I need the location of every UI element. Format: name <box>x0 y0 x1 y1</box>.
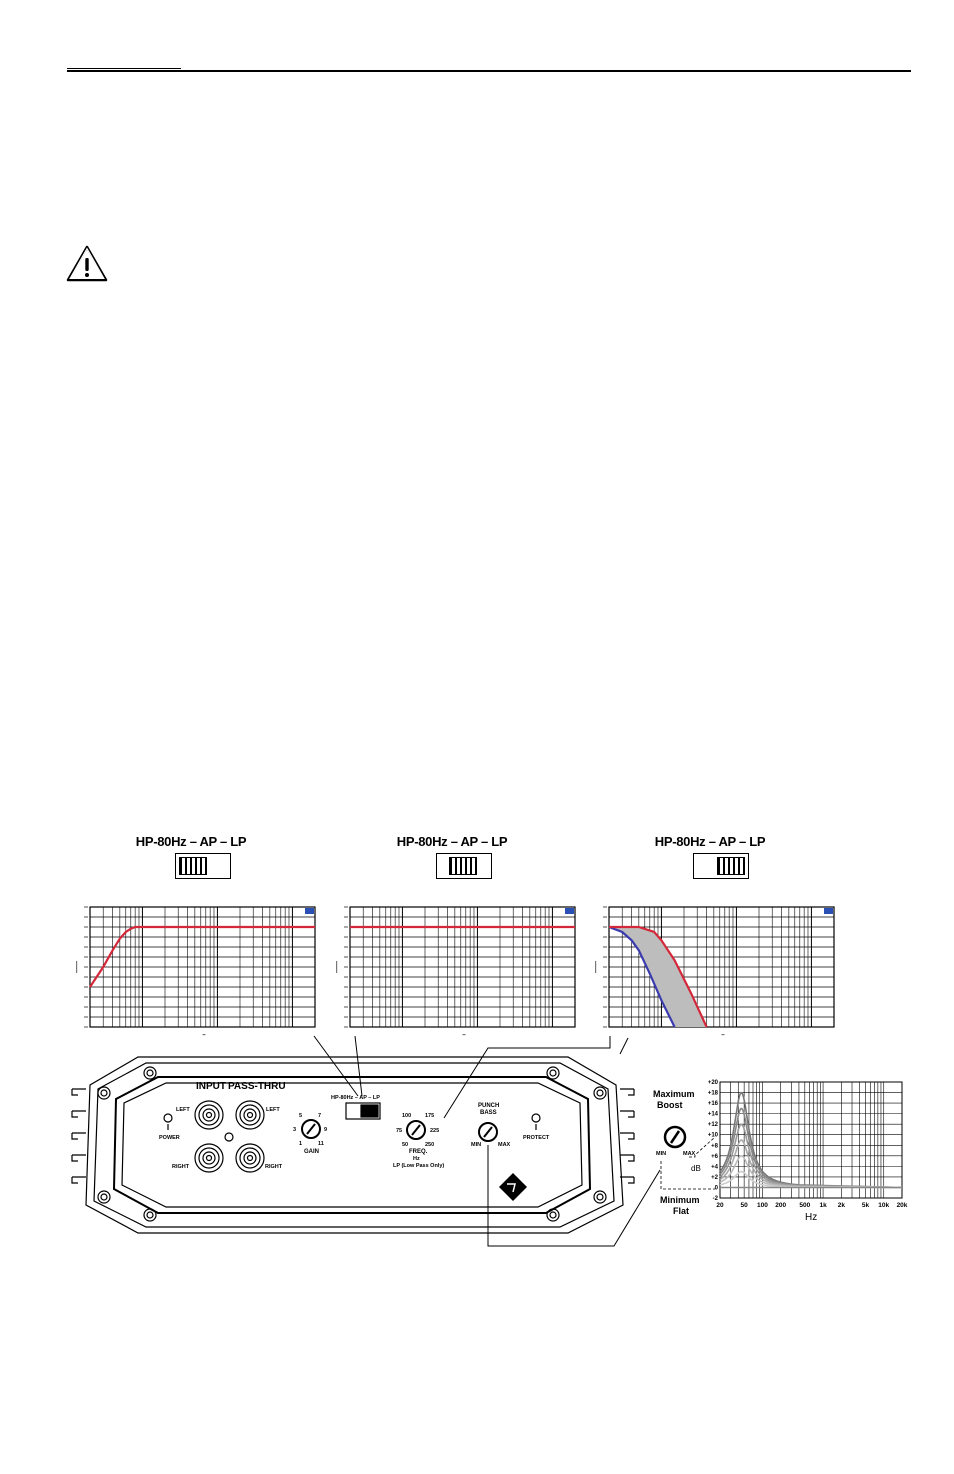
amp-gain-tick-5: 5 <box>299 1113 302 1119</box>
punch-maximum-label: Maximum <box>653 1089 695 1099</box>
ap-logo-icon <box>824 908 833 914</box>
response-shaded-band <box>609 927 707 1027</box>
amp-bass-label: BASS <box>480 1110 497 1116</box>
amp-gain-tick-7: 7 <box>318 1113 321 1119</box>
punch-x-tick: 500 <box>799 1202 810 1209</box>
x-axis-label-mark <box>202 1034 206 1036</box>
punch-minimum-label: Minimum <box>660 1195 700 1205</box>
punch-knob-min-label: MIN <box>656 1151 666 1157</box>
crossover-switch-lp <box>693 853 749 879</box>
amp-freq-label: FREQ. <box>409 1149 428 1155</box>
amp-left2-label: LEFT <box>266 1107 280 1113</box>
response-curve <box>609 925 708 1028</box>
response-graph-ap <box>336 906 576 1036</box>
amp-gain-tick-1: 1 <box>299 1141 302 1147</box>
warning-triangle-icon <box>66 245 108 282</box>
amp-protect-label: PROTECT <box>523 1135 550 1141</box>
amp-freq-tick-250: 250 <box>425 1142 434 1148</box>
x-axis-label-mark <box>462 1034 466 1036</box>
response-curve <box>89 925 315 988</box>
punch-y-tick: 0 <box>715 1185 719 1191</box>
amp-freq-tick-100: 100 <box>402 1113 411 1119</box>
y-axis-label-mark <box>336 961 338 973</box>
amp-freq-tick-225: 225 <box>430 1128 439 1134</box>
punch-x-tick: 20k <box>897 1202 908 1209</box>
punch-y-tick: +8 <box>711 1143 719 1149</box>
punch-y-tick: +18 <box>708 1091 719 1097</box>
amp-freq-tick-50: 50 <box>402 1142 408 1148</box>
amp-freq-tick-75: 75 <box>396 1128 402 1134</box>
punch-y-tick: +14 <box>708 1112 719 1118</box>
punch-y-tick: +6 <box>711 1154 719 1160</box>
punch-x-tick: 100 <box>757 1202 768 1209</box>
amp-gain-tick-3: 3 <box>293 1127 296 1133</box>
amplifier-panel: INPUT PASS-THRU LEFT RIGHT LEFT RIGHT PO… <box>71 1056 635 1234</box>
amp-right2-label: RIGHT <box>265 1164 283 1170</box>
punch-hz-label: Hz <box>805 1212 817 1223</box>
amp-power-label: POWER <box>159 1135 180 1141</box>
punch-y-tick: +20 <box>708 1080 719 1086</box>
x-axis-label-mark <box>721 1034 725 1036</box>
amp-right-label: RIGHT <box>172 1164 190 1170</box>
response-graph-hp <box>76 906 316 1036</box>
punch-knob-max-label: MAX <box>683 1151 696 1157</box>
response-graph-lp <box>595 906 835 1036</box>
amp-freq-unit: Hz <box>413 1156 420 1162</box>
amp-passthru-label: PASS-THRU <box>228 1081 286 1092</box>
ap-logo-icon <box>565 908 574 914</box>
punch-y-tick: +2 <box>711 1175 719 1181</box>
amp-gain-tick-9: 9 <box>324 1127 327 1133</box>
punch-y-tick: +12 <box>708 1122 719 1128</box>
switch-label-ap: HP-80Hz – AP – LP <box>396 834 508 849</box>
crossover-switch-ap <box>436 853 492 879</box>
ap-logo-icon <box>305 908 314 914</box>
switch-label-hp: HP-80Hz – AP – LP <box>135 834 247 849</box>
punch-y-tick: -2 <box>713 1196 719 1202</box>
punch-x-tick: 10k <box>878 1202 889 1209</box>
amp-min-label: MIN <box>471 1142 481 1148</box>
switch-label-lp: HP-80Hz – AP – LP <box>654 834 766 849</box>
amp-punch-label: PUNCH <box>478 1103 499 1109</box>
amp-left-label: LEFT <box>176 1107 190 1113</box>
response-curve <box>608 925 676 1028</box>
header-rule <box>67 70 911 72</box>
amp-max-label: MAX <box>498 1142 511 1148</box>
punch-x-tick: 20 <box>716 1202 724 1209</box>
amp-input-label: INPUT <box>196 1081 226 1092</box>
y-axis-label-mark <box>76 961 78 973</box>
crossover-switch-hp <box>175 853 231 879</box>
amp-switch-label: HP-80Hz – AP – LP <box>331 1095 380 1101</box>
punch-y-tick: +4 <box>711 1164 719 1170</box>
amp-gain-tick-11: 11 <box>318 1141 324 1147</box>
punch-db-label: dB <box>691 1164 701 1173</box>
punch-x-tick: 200 <box>775 1202 786 1209</box>
header-rule-short <box>67 68 181 69</box>
amp-freq-note: LP (Low Pass Only) <box>393 1163 444 1169</box>
amp-freq-tick-175: 175 <box>425 1113 434 1119</box>
punch-y-tick: +16 <box>708 1101 719 1107</box>
punch-x-tick: 50 <box>741 1202 749 1209</box>
punch-x-tick: 2k <box>838 1202 846 1209</box>
punch-flat-label: Flat <box>673 1206 689 1216</box>
punch-boost-label: Boost <box>657 1100 683 1110</box>
punch-x-tick: 5k <box>862 1202 870 1209</box>
y-axis-label-mark <box>595 961 597 973</box>
punch-y-tick: +10 <box>708 1133 719 1139</box>
punch-x-tick: 1k <box>819 1202 827 1209</box>
punch-bass-panel: Maximum Boost MIN MAX Minimum Flat dB Hz <box>653 1089 817 1223</box>
amp-gain-label: GAIN <box>304 1149 319 1155</box>
